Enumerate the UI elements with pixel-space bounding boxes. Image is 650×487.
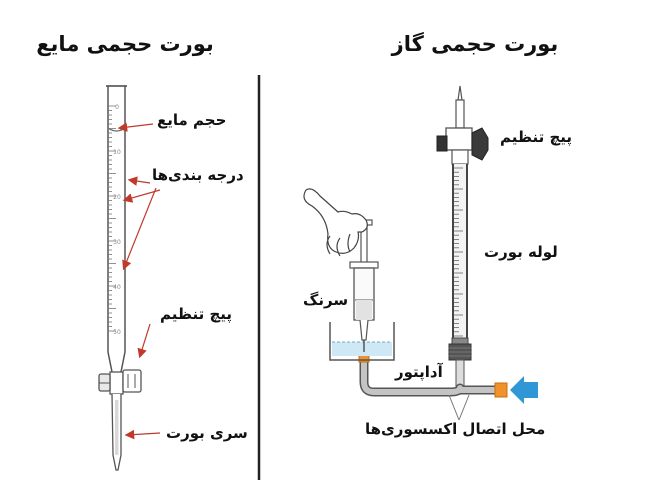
gas-stopcock-label: پیچ تنظیم [500,128,573,146]
gas-stopcock-knob [436,135,448,152]
left-panel-title: بورت حجمی مایع [36,32,214,56]
liquid-volume-label: حجم مایع [157,111,227,129]
burette-tube-label: لوله بورت [484,243,558,261]
left-stopcock-label: پیچ تنظیم [160,305,233,323]
hand-icon [303,188,368,257]
left-stopcock-body [109,371,124,395]
scale-number: 20 [113,194,121,201]
syringe-label: سرنگ [303,291,349,309]
accessory-connection-label: محل اتصال اکسسوری‌ها [365,420,546,438]
scale-number: 40 [113,284,121,291]
scale-number: 0 [115,104,119,111]
left-scale-numbers: 0 10 20 30 40 50 [113,104,121,336]
inlet-arrow-icon [510,376,538,404]
syringe [349,219,379,352]
graduation-ticks [108,105,116,332]
gas-burette-ticks [454,167,463,337]
liquid-burette [98,85,142,471]
right-panel-title: بورت حجمی گاز [391,32,559,56]
accessory-pointer-lines [448,394,470,421]
graduations-label: درجه بندی‌ها [152,166,244,184]
water-beaker [329,322,395,361]
gas-stopcock-body [445,127,473,151]
scale-number: 10 [113,149,121,156]
inlet-connector [494,382,508,398]
scale-number: 50 [113,329,121,336]
burette-tip-label: سری بورت [166,424,248,442]
gas-burette [436,85,489,391]
left-annotation-arrows [117,122,161,440]
adapter-label: آداپتور [395,363,443,381]
scale-number: 30 [113,239,121,246]
